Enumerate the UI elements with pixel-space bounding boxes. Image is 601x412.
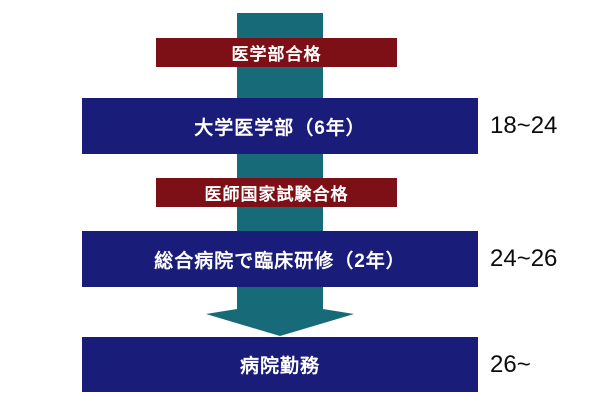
milestone-label: 医師国家試験合格 xyxy=(204,185,349,204)
stage-box-university-medical-faculty: 大学医学部（6年） xyxy=(82,98,478,154)
age-range-text: 24~26 xyxy=(490,245,558,272)
stage-box-clinical-training: 総合病院で臨床研修（2年） xyxy=(82,231,478,287)
age-range-label-university: 18~24 xyxy=(490,98,557,154)
age-range-label-hospital-work: 26~ xyxy=(490,337,531,392)
milestone-badge-national-exam-pass: 医師国家試験合格 xyxy=(156,178,397,207)
stage-label: 病院勤務 xyxy=(239,356,320,377)
age-range-label-training: 24~26 xyxy=(490,231,557,287)
milestone-label: 医学部合格 xyxy=(231,45,322,64)
age-range-text: 26~ xyxy=(490,350,531,378)
age-range-text: 18~24 xyxy=(490,112,558,139)
stage-label: 大学医学部（6年） xyxy=(194,117,366,139)
stage-label: 総合病院で臨床研修（2年） xyxy=(154,250,406,272)
milestone-badge-med-school-acceptance: 医学部合格 xyxy=(156,38,397,67)
stage-box-hospital-work: 病院勤務 xyxy=(82,337,478,392)
